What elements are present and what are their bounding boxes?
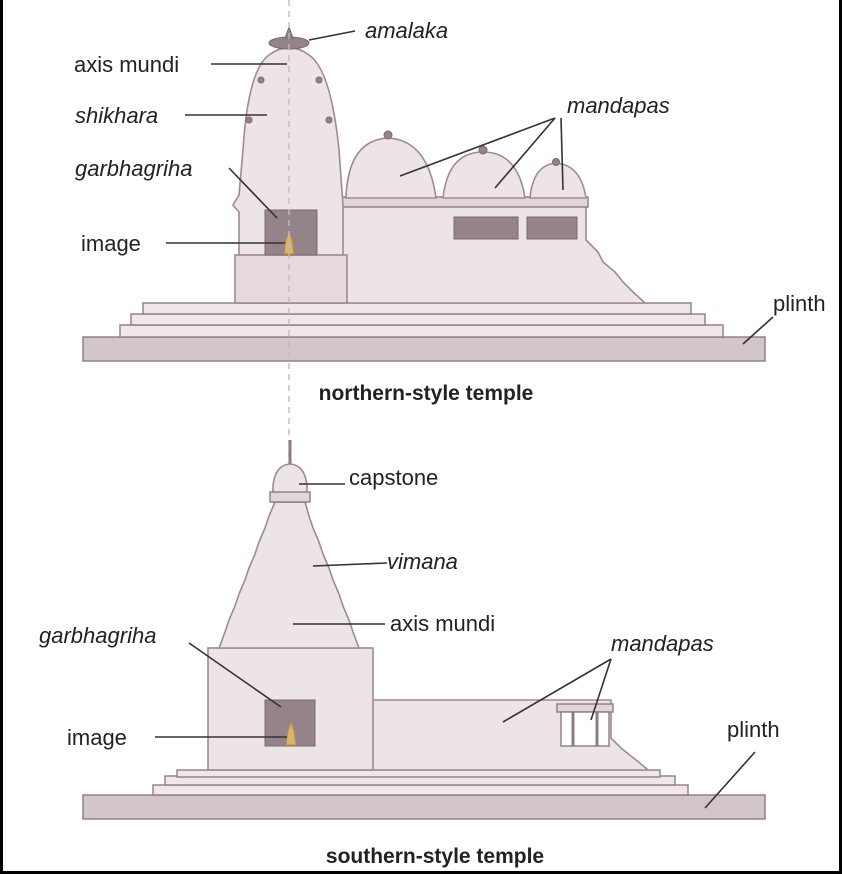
north-step-1 — [119, 324, 724, 338]
north-shikhara-knob — [257, 76, 265, 84]
caption-south: southern-style temple — [326, 845, 544, 868]
north-dome-3-finial — [552, 158, 560, 166]
south-plinth — [82, 794, 766, 820]
leader-mandapas-2 — [494, 117, 556, 189]
north-mandapa-window-1 — [453, 216, 519, 240]
label-plinth: plinth — [773, 291, 826, 316]
north-shikhara-knob — [325, 116, 333, 124]
north-dome-1-finial — [383, 130, 393, 140]
leader-mandapas-south-2 — [590, 658, 612, 721]
south-leaders — [155, 483, 756, 809]
north-shikhara-knob — [315, 76, 323, 84]
south-vimana — [217, 501, 361, 649]
south-pavilion-roof — [556, 703, 614, 713]
leader-mandapas-south-1 — [502, 658, 612, 723]
northern-temple — [82, 25, 766, 362]
label-axis-mundi: axis mundi — [74, 52, 179, 77]
north-mandapa-window-2 — [526, 216, 578, 240]
label-amalaka: amalaka — [365, 18, 448, 43]
leader-garbhagriha-south — [188, 642, 282, 708]
north-leaders — [166, 30, 774, 345]
north-tower-base — [234, 254, 348, 304]
leader-mandapas-3 — [560, 117, 564, 191]
leader-plinth — [742, 316, 774, 345]
label-axis-mundi-south: axis mundi — [390, 611, 495, 636]
label-mandapas: mandapas — [567, 93, 670, 118]
label-image: image — [81, 231, 141, 256]
leader-garbhagriha — [228, 167, 278, 219]
north-mandapa-dome-2 — [442, 151, 526, 199]
leader-amalaka — [308, 30, 356, 41]
north-shikhara-knob — [245, 116, 253, 124]
north-plinth — [82, 336, 766, 362]
label-garbhagriha-south: garbhagriha — [39, 623, 156, 648]
label-image-south: image — [67, 725, 127, 750]
leader-plinth-south — [704, 751, 756, 809]
label-vimana: vimana — [387, 549, 458, 574]
label-capstone: capstone — [349, 465, 438, 490]
label-plinth-south: plinth — [727, 717, 780, 742]
caption-north: northern-style temple — [319, 382, 534, 405]
south-capstone-band — [269, 491, 311, 503]
leader-mandapas-1 — [399, 117, 556, 177]
temple-diagram: amalaka axis mundi shikhara mandapas gar… — [39, 0, 826, 868]
southern-temple — [82, 440, 766, 820]
south-pavilion — [560, 711, 610, 747]
south-image-figure — [285, 720, 297, 746]
south-step-1 — [152, 784, 689, 796]
label-garbhagriha: garbhagriha — [75, 156, 192, 181]
leader-vimana — [312, 562, 388, 567]
south-step-3 — [176, 769, 661, 778]
north-mandapa-dome-3 — [529, 162, 587, 199]
label-mandapas-south: mandapas — [611, 631, 714, 656]
label-shikhara: shikhara — [75, 103, 158, 128]
north-dome-2-finial — [478, 145, 488, 155]
diagram-frame: amalaka axis mundi shikhara mandapas gar… — [3, 0, 839, 871]
north-step-3 — [142, 302, 692, 315]
north-step-2 — [130, 313, 706, 326]
